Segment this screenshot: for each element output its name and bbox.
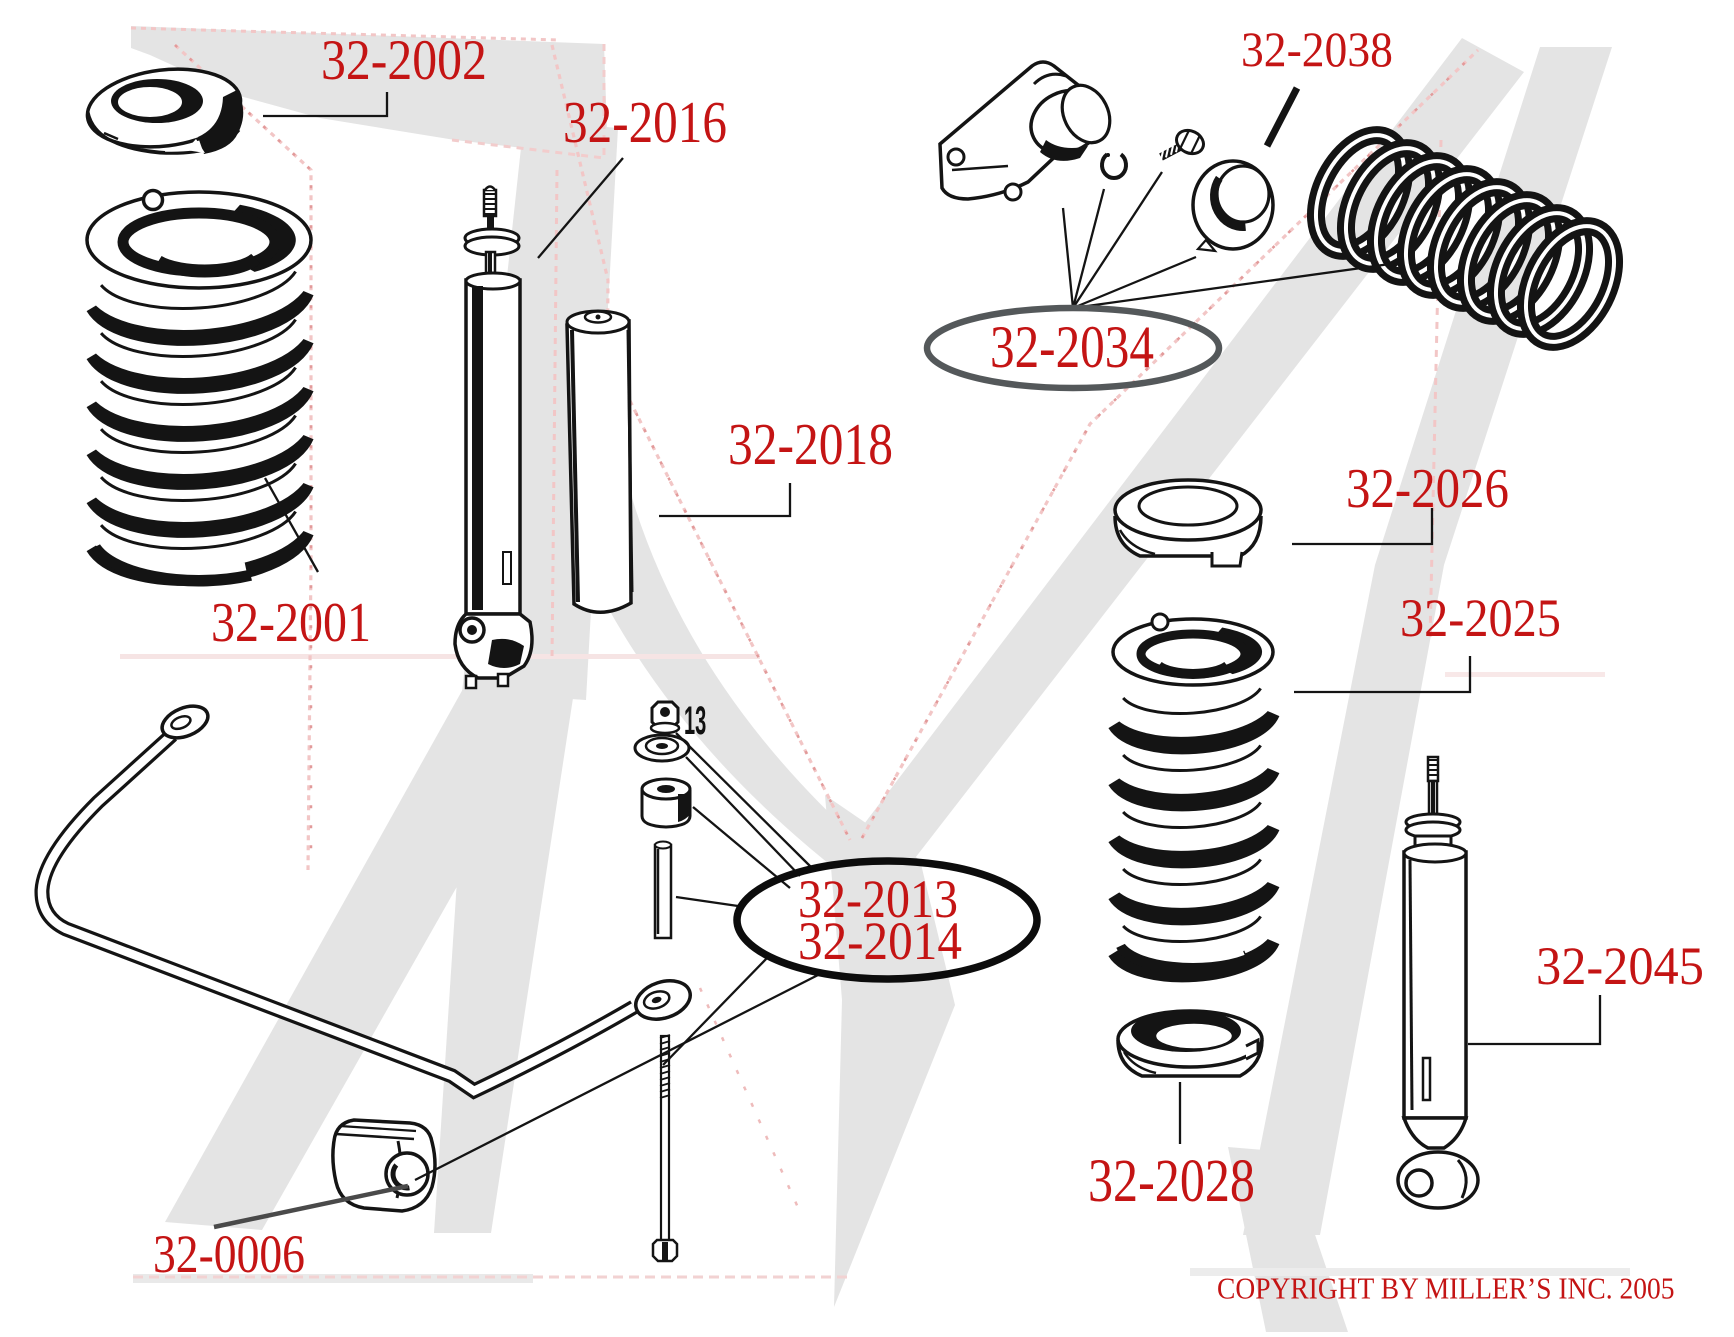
- svg-text:32-2018: 32-2018: [728, 412, 893, 477]
- svg-text:32-2025: 32-2025: [1400, 588, 1561, 648]
- svg-text:32-2034: 32-2034: [990, 313, 1154, 380]
- svg-text:32-2013: 32-2013: [798, 869, 958, 929]
- svg-text:32-2001: 32-2001: [211, 593, 371, 654]
- svg-text:COPYRIGHT BY MILLER’S INC. 200: COPYRIGHT BY MILLER’S INC. 2005: [1217, 1272, 1674, 1306]
- svg-text:32-0006: 32-0006: [153, 1223, 305, 1284]
- svg-text:32-2045: 32-2045: [1536, 936, 1704, 996]
- svg-text:13: 13: [684, 697, 706, 743]
- svg-text:32-2002: 32-2002: [321, 28, 487, 92]
- svg-text:32-2014: 32-2014: [798, 912, 962, 972]
- svg-text:32-2026: 32-2026: [1346, 458, 1509, 520]
- svg-text:32-2016: 32-2016: [563, 90, 727, 155]
- svg-text:32-2038: 32-2038: [1241, 22, 1393, 77]
- svg-text:32-2028: 32-2028: [1088, 1147, 1255, 1215]
